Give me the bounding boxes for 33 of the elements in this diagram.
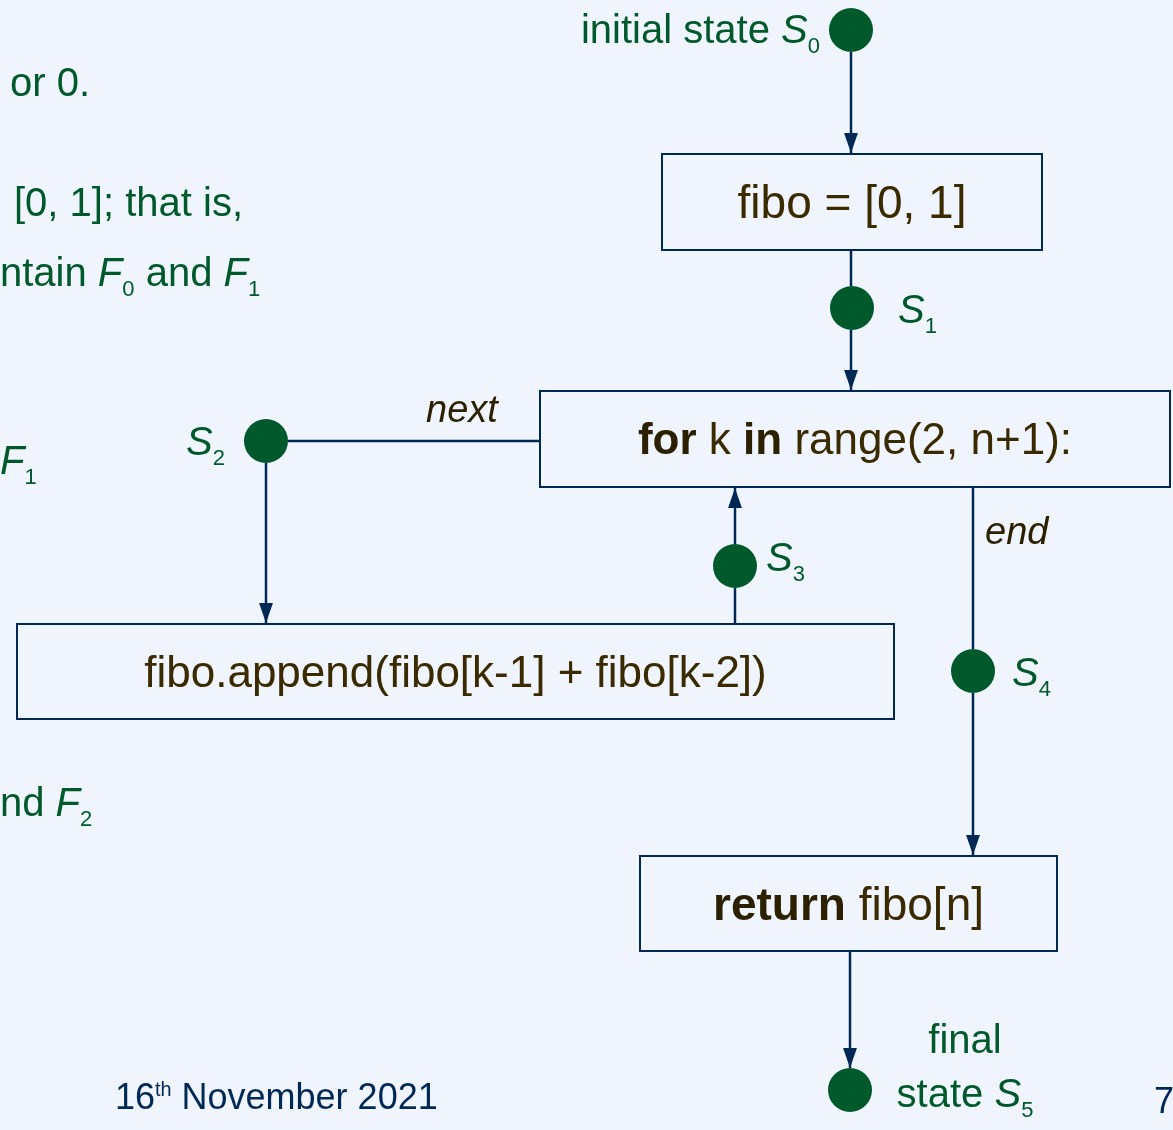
- text-fragment: 16$^{th}$ November 2021: [115, 1076, 438, 1118]
- state-dot: [828, 1068, 872, 1112]
- text-fragment: ntain F$_{0}$ and F$_{1}$: [0, 250, 261, 302]
- process-box: return fibo[n]: [639, 855, 1058, 952]
- state-dot: [713, 544, 757, 588]
- text-fragment: F$_{1}$: [0, 438, 37, 490]
- process-box: fibo.append(fibo[k-1] + fibo[k-2]): [16, 623, 895, 720]
- state-label: S$_{4}$: [1012, 649, 1051, 703]
- arrow: [728, 488, 742, 544]
- arrow: [966, 693, 980, 855]
- arrow: [843, 952, 857, 1068]
- state-label: initial state S$_{0}$: [579, 6, 820, 60]
- connector-line: [971, 488, 975, 649]
- state-label: S$_{3}$: [766, 534, 805, 588]
- connector-line: [733, 588, 737, 623]
- process-box: fibo = [0, 1]: [661, 153, 1043, 251]
- text-fragment: 7: [1154, 1080, 1173, 1122]
- connector-line: [288, 439, 539, 443]
- process-box: for k in range(2, n+1):: [539, 390, 1171, 488]
- state-dot: [830, 286, 874, 330]
- state-label: final state S$_{5}$: [895, 1016, 1035, 1124]
- arrow: [844, 52, 858, 153]
- text-fragment: nd F$_{2}$: [0, 780, 93, 832]
- connector-line: [849, 251, 853, 286]
- state-dot: [829, 8, 873, 52]
- text-fragment: or 0.: [10, 60, 91, 105]
- state-label: S$_{1}$: [898, 286, 937, 340]
- state-dot: [951, 649, 995, 693]
- arrow: [259, 463, 273, 623]
- text-fragment: [0, 1]; that is,: [14, 180, 243, 225]
- state-dot: [244, 419, 288, 463]
- state-label: S$_{2}$: [186, 418, 225, 472]
- arrow: [844, 330, 858, 390]
